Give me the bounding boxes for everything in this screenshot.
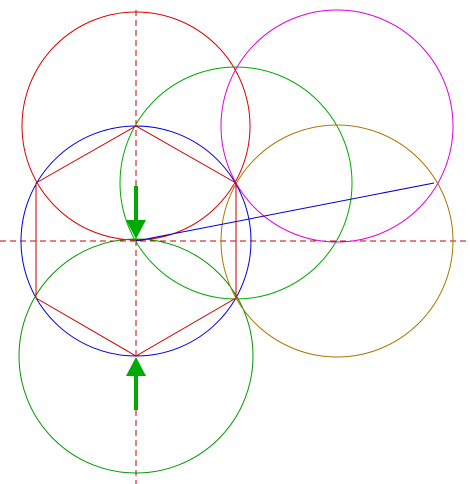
down-arrow <box>126 186 146 239</box>
magenta-circle <box>220 9 454 243</box>
hexagon <box>35 125 237 357</box>
brown-circle <box>220 124 454 358</box>
top-red-circle <box>21 11 251 241</box>
up-arrow <box>126 357 146 410</box>
connector-line <box>135 182 435 242</box>
